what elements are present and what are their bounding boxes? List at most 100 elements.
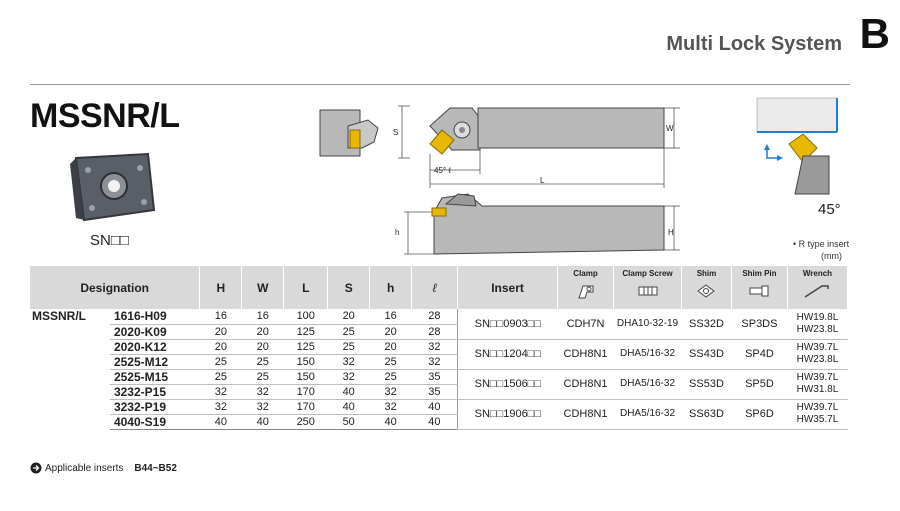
value-cell: 25 — [327, 339, 370, 355]
shim-pin-icon — [749, 285, 769, 297]
top-view-drawing — [398, 105, 680, 188]
col-insert: Insert — [457, 266, 559, 309]
value-cell: 25 — [369, 354, 412, 370]
value-cell: 32 — [199, 384, 242, 400]
applicable-inserts-text: Applicable inserts — [45, 462, 124, 474]
col-shim-pin-label: Shim Pin — [742, 269, 777, 278]
insert-cell: SN□□1906□□ — [457, 399, 558, 430]
table-row: 2020-K09 20 20 125 25 20 28 — [30, 324, 848, 340]
col-designation: Designation — [30, 266, 201, 309]
dim-w: W — [666, 124, 674, 133]
wrench-1: HW39.7L — [796, 342, 839, 353]
approach-angle-label: 45° — [818, 201, 841, 218]
table-row: MSSNR/L 1616-H09 16 16 100 20 16 28 SN□□… — [30, 309, 848, 340]
model-cell: 4040-S19 — [109, 414, 200, 430]
table-row: 3232-P15 32 32 170 40 32 35 — [30, 384, 848, 400]
dim-h-big: H — [668, 228, 674, 237]
clamp-screw-icon — [638, 286, 657, 296]
col-shim: Shim — [681, 266, 732, 309]
col-shim-pin: Shim Pin — [731, 266, 788, 309]
shim-pin-cell: SP5D — [731, 369, 788, 400]
wrench-1: HW39.7L — [796, 372, 839, 383]
wrench-icon — [805, 285, 830, 298]
col-wrench: Wrench — [787, 266, 849, 309]
value-cell: 20 — [327, 309, 370, 325]
clamp-cell: CDH8N1 — [557, 369, 614, 400]
wrench-2: HW23.8L — [796, 323, 839, 335]
value-cell: 25 — [327, 324, 370, 340]
value-cell: 40 — [327, 399, 370, 415]
table-row: 3232-P19 32 32 170 40 32 40 SN□□1906□□ C… — [30, 399, 848, 430]
value-cell: 32 — [241, 384, 284, 400]
col-w: W — [241, 266, 285, 309]
value-cell: 35 — [411, 369, 458, 385]
header-title: Multi Lock System — [666, 33, 842, 55]
value-cell: 32 — [411, 354, 458, 370]
clamp-icon — [577, 285, 594, 299]
dim-h-small: h — [395, 228, 400, 237]
value-cell: 20 — [199, 324, 242, 340]
value-cell: 32 — [327, 369, 370, 385]
col-h: H — [199, 266, 243, 309]
value-cell: 28 — [411, 324, 458, 340]
model-cell: 2020-K09 — [109, 324, 200, 340]
clamp-cell: CDH8N1 — [557, 399, 614, 430]
value-cell: 170 — [283, 399, 328, 415]
col-h-small: h — [369, 266, 413, 309]
value-cell: 25 — [369, 369, 412, 385]
applicable-inserts-ref[interactable]: B44~B52 — [134, 462, 177, 474]
model-cell: 3232-P15 — [109, 384, 200, 400]
shim-pin-cell: SP4D — [731, 339, 788, 370]
value-cell: 150 — [283, 354, 328, 370]
col-shim-label: Shim — [696, 269, 717, 278]
value-cell: 40 — [199, 414, 242, 430]
rtype-note-line1: • R type insert — [793, 239, 850, 249]
product-title: MSSNR/L — [30, 97, 180, 135]
col-clamp: Clamp — [557, 266, 615, 309]
wrench-2: HW35.7L — [796, 414, 839, 425]
col-clamp-screw: Clamp Screw — [613, 266, 682, 309]
value-cell: 32 — [241, 399, 284, 415]
value-cell: 32 — [369, 384, 412, 400]
series-name: MSSNR/L — [32, 309, 86, 323]
insert-photo — [70, 152, 156, 222]
value-cell: 20 — [241, 324, 284, 340]
applicable-inserts-note: Applicable inserts B44~B52 — [30, 462, 177, 474]
insert-cell: SN□□1204□□ — [457, 339, 558, 370]
shim-cell: SS32D — [681, 309, 732, 340]
shim-cell: SS53D — [681, 369, 732, 400]
value-cell: 40 — [327, 384, 370, 400]
value-cell: 32 — [411, 339, 458, 355]
value-cell: 125 — [283, 324, 328, 340]
value-cell: 125 — [283, 339, 328, 355]
table-row: 2525-M12 25 25 150 32 25 32 — [30, 354, 848, 370]
value-cell: 16 — [241, 309, 284, 325]
wrench-2: HW31.8L — [796, 384, 839, 395]
value-cell: 170 — [283, 384, 328, 400]
col-clamp-label: Clamp — [573, 269, 598, 278]
shim-pin-cell: SP3DS — [731, 309, 788, 340]
col-wrench-label: Wrench — [802, 269, 833, 278]
table-row: 2525-M15 25 25 150 32 25 35 SN□□1506□□ C… — [30, 369, 848, 400]
approach-angle-drawing — [755, 96, 849, 196]
col-l: L — [283, 266, 329, 309]
clamp-cell: CDH7N — [557, 309, 614, 340]
value-cell: 20 — [369, 339, 412, 355]
shim-cell: SS63D — [681, 399, 732, 430]
value-cell: 100 — [283, 309, 328, 325]
col-clamp-screw-label: Clamp Screw — [622, 269, 673, 278]
col-l-small: ℓ — [411, 266, 459, 309]
value-cell: 16 — [369, 309, 412, 325]
clamp-cell: CDH8N1 — [557, 339, 614, 370]
dim-angle: 45° ℓ — [434, 166, 451, 175]
value-cell: 32 — [199, 399, 242, 415]
value-cell: 32 — [369, 399, 412, 415]
value-cell: 40 — [241, 414, 284, 430]
clamp-screw-cell: DHA5/16-32 — [613, 399, 682, 430]
value-cell: 35 — [411, 384, 458, 400]
value-cell: 32 — [327, 354, 370, 370]
shim-icon — [697, 284, 716, 298]
